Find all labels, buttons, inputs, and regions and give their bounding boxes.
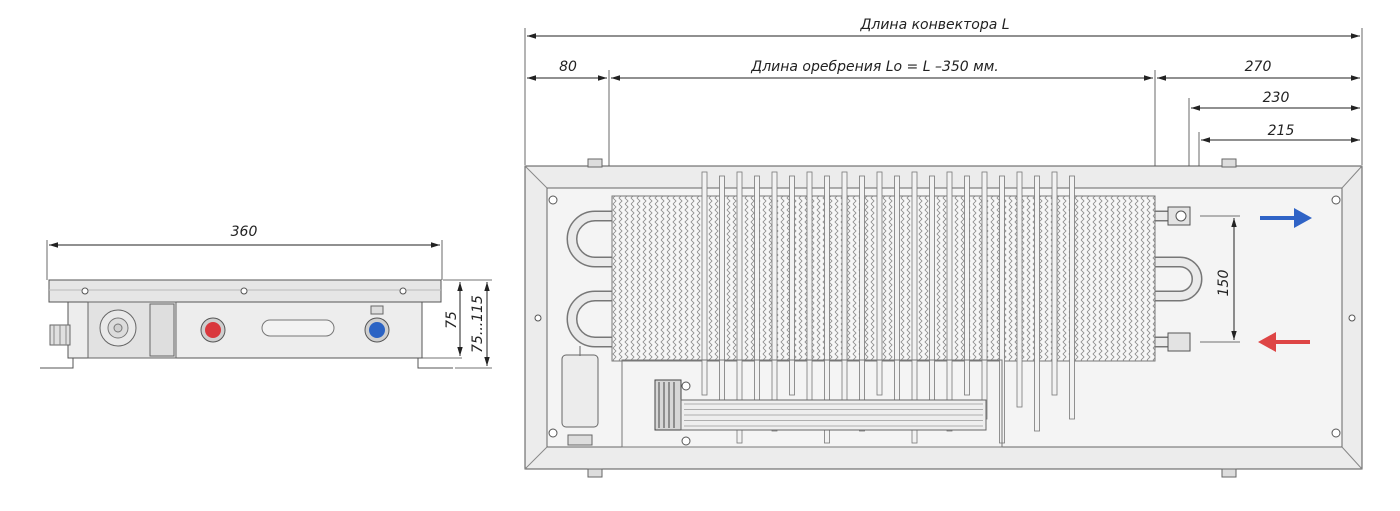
- grill-blade: [736, 171, 743, 444]
- grill-blade: [1034, 175, 1040, 432]
- grill-blade: [754, 175, 760, 408]
- screw-icon: [1331, 428, 1341, 438]
- grill-blade: [911, 171, 918, 444]
- grill-blade: [1016, 171, 1023, 408]
- dim-label-150: 150: [1216, 270, 1232, 297]
- screw-icon: [548, 428, 558, 438]
- dim-label-75: 75: [444, 311, 460, 329]
- dim-label-230: 230: [1263, 90, 1290, 106]
- grill-blade: [876, 171, 883, 396]
- mounting-tab: [1221, 468, 1237, 478]
- grill-blade: [1069, 175, 1075, 420]
- grill-blade: [981, 171, 988, 420]
- screw-icon: [1348, 314, 1356, 322]
- grill-blade: [964, 175, 970, 396]
- dim-label-convector-length: Длина конвектора L: [859, 17, 1009, 33]
- screw-icon: [681, 381, 691, 391]
- fan-compartment: [621, 359, 1003, 448]
- mounting-tab: [1221, 158, 1237, 168]
- mounting-tab: [587, 468, 603, 478]
- grill-blade: [894, 175, 900, 420]
- grill-blades: [701, 171, 1075, 444]
- screw-icon: [81, 287, 89, 295]
- screw-icon: [548, 195, 558, 205]
- side-view: 360 75 75...115: [40, 224, 492, 369]
- grill-blade: [841, 171, 848, 408]
- grill-blade: [859, 175, 865, 432]
- grill-blade: [701, 171, 708, 396]
- mounting-foot: [40, 358, 74, 369]
- heat-exchanger-pipes: [566, 210, 1203, 348]
- screw-icon: [399, 287, 407, 295]
- slot-opening: [261, 319, 335, 337]
- dim-label-80: 80: [559, 59, 577, 75]
- grill-blade: [824, 175, 830, 444]
- dim-label-75-115: 75...115: [470, 295, 486, 353]
- mounting-foot: [417, 358, 453, 369]
- cold-pipe-marker: [369, 322, 385, 338]
- grill-blade: [789, 175, 795, 396]
- dim-label-fin-length: Длина оребрения Lo = L –350 мм.: [750, 59, 998, 75]
- screw-icon: [240, 287, 248, 295]
- grill-blade: [946, 171, 953, 432]
- screw-icon: [534, 314, 542, 322]
- grill-blade: [806, 171, 813, 420]
- control-box: [561, 354, 599, 428]
- arrow-left-icon: [1258, 332, 1310, 352]
- top-view: Длина конвектора L 80 Длина оребрения Lo…: [524, 17, 1363, 478]
- dim-label-270: 270: [1245, 59, 1272, 75]
- dim-label-360: 360: [231, 224, 258, 240]
- grill-blade: [771, 171, 778, 432]
- inlet-fitting-icon: [1167, 332, 1191, 352]
- screw-icon: [681, 436, 691, 446]
- grill-blade: [929, 175, 935, 408]
- grill-blade: [719, 175, 725, 420]
- grill-blade: [1051, 171, 1058, 396]
- hot-pipe-marker: [205, 322, 221, 338]
- mounting-tab: [587, 158, 603, 168]
- dim-label-215: 215: [1268, 123, 1295, 139]
- screw-icon: [1331, 195, 1341, 205]
- arrow-right-icon: [1260, 208, 1312, 228]
